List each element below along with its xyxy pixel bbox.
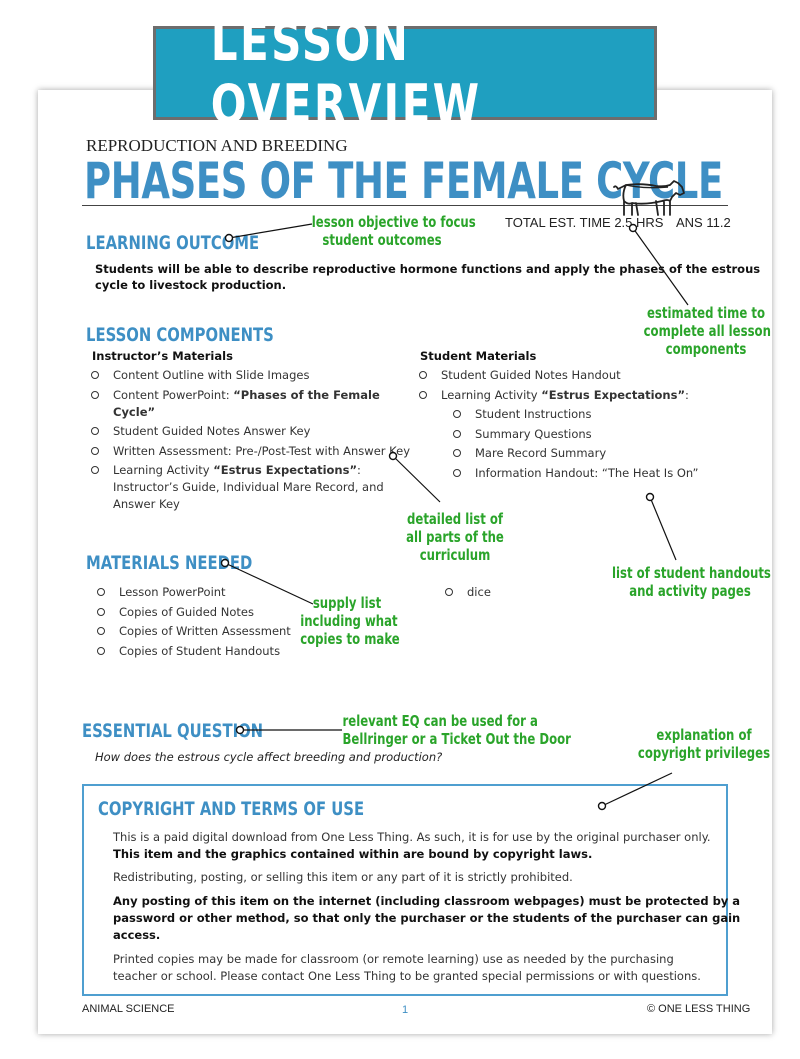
list-item: Summary Questions xyxy=(417,426,737,443)
list-item: Learning Activity “Estrus Expectations”: xyxy=(417,387,717,404)
instructor-materials-list: Content Outline with Slide Images Conten… xyxy=(89,367,419,516)
lesson-components-heading: LESSON COMPONENTS xyxy=(86,324,274,346)
copyright-p1-line2: This item and the graphics contained wit… xyxy=(113,847,593,861)
banner-title: LESSON OVERVIEW xyxy=(210,10,482,136)
copyright-p4-line2: teacher or school. Please contact One Le… xyxy=(113,969,701,983)
essential-question-heading: ESSENTIAL QUESTION xyxy=(82,720,264,742)
student-materials-heading: Student Materials xyxy=(420,349,537,363)
footer-copyright: © ONE LESS THING xyxy=(647,1003,751,1015)
essential-question-text: How does the estrous cycle affect breedi… xyxy=(95,750,443,764)
list-item: Copies of Student Handouts xyxy=(95,643,325,660)
list-item: Copies of Written Assessment xyxy=(95,623,325,640)
list-item: Copies of Guided Notes xyxy=(95,604,325,621)
list-item: Mare Record Summary xyxy=(417,445,737,462)
document-page xyxy=(38,90,772,1034)
cow-icon xyxy=(613,180,685,216)
instructor-materials-heading: Instructor’s Materials xyxy=(92,349,233,363)
copyright-p2: Redistributing, posting, or selling this… xyxy=(113,870,573,884)
standard-code: ANS 11.2 xyxy=(676,215,731,230)
list-item: Student Guided Notes Handout xyxy=(417,367,717,384)
list-item: Student Guided Notes Answer Key xyxy=(89,423,419,440)
copyright-box xyxy=(82,784,728,996)
copyright-p4-line1: Printed copies may be made for classroom… xyxy=(113,952,674,966)
list-item: dice xyxy=(443,584,563,601)
lesson-title: PHASES OF THE FEMALE CYCLE xyxy=(84,152,723,210)
copyright-p3-line1: Any posting of this item on the internet… xyxy=(113,894,741,908)
materials-list-right: dice xyxy=(443,584,563,604)
list-item: Written Assessment: Pre-/Post-Test with … xyxy=(89,443,419,460)
total-time: TOTAL EST. TIME 2.5 HRS xyxy=(505,215,664,230)
student-materials-list: Student Guided Notes Handout Learning Ac… xyxy=(417,367,717,406)
learning-outcome-line1: Students will be able to describe reprod… xyxy=(95,262,761,276)
copyright-p1-line1: This is a paid digital download from One… xyxy=(113,830,711,844)
copyright-p3-line2: password or other method, so that only t… xyxy=(113,911,741,925)
list-item: Lesson PowerPoint xyxy=(95,584,325,601)
list-item: Content Outline with Slide Images xyxy=(89,367,419,384)
title-rule xyxy=(82,205,728,206)
list-item: Learning Activity “Estrus Expectations”:… xyxy=(89,462,419,513)
copyright-heading: COPYRIGHT AND TERMS OF USE xyxy=(98,798,365,820)
student-activity-sublist: Student Instructions Summary Questions M… xyxy=(417,406,737,484)
list-item: Content PowerPoint: “Phases of the Femal… xyxy=(89,387,419,421)
lesson-overview-banner: LESSON OVERVIEW xyxy=(153,10,657,136)
learning-outcome-line2: cycle to livestock production. xyxy=(95,278,287,292)
list-item: Student Instructions xyxy=(417,406,737,423)
materials-needed-heading: MATERIALS NEEDED xyxy=(86,552,253,574)
footer-subject: ANIMAL SCIENCE xyxy=(82,1003,175,1015)
page-number: 1 xyxy=(402,1004,409,1016)
copyright-p3-line3: access. xyxy=(113,928,161,942)
unit-kicker: REPRODUCTION AND BREEDING xyxy=(86,136,348,155)
materials-list: Lesson PowerPoint Copies of Guided Notes… xyxy=(95,584,325,662)
learning-outcome-heading: LEARNING OUTCOME xyxy=(86,232,260,254)
list-item: Information Handout: “The Heat Is On” xyxy=(417,465,737,482)
